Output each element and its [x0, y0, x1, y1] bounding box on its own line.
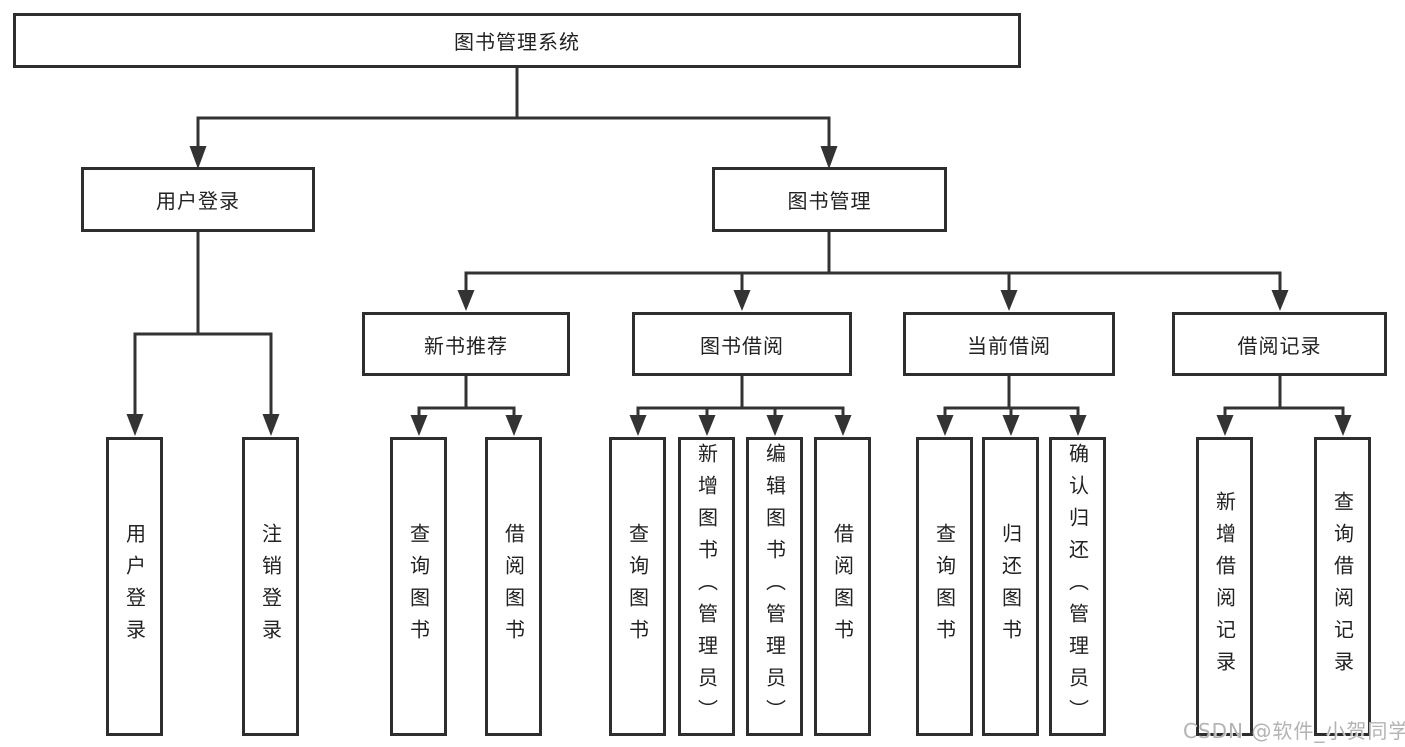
leaf-logout: 注销登录 [242, 437, 299, 736]
connector-current-borrow-children [936, 374, 1087, 436]
leaf-borrow-book-recommend: 借阅图书 [485, 437, 542, 736]
leaf-borrow-book-recommend-label: 借阅图书 [501, 522, 526, 651]
connector-book-management-children [457, 230, 1289, 311]
leaf-return-book: 归还图书 [982, 437, 1039, 736]
arrowhead [1002, 415, 1020, 436]
leaf-query-book-borrow-label: 查询图书 [625, 522, 650, 651]
arrowhead [1000, 290, 1018, 311]
leaf-query-book-borrow: 查询图书 [609, 437, 666, 736]
connector-user-login-children [126, 230, 280, 436]
node-current-borrow: 当前借阅 [903, 312, 1115, 376]
leaf-query-borrow-record-label: 查询借阅记录 [1330, 490, 1355, 683]
leaf-user-login-label: 用户登录 [122, 522, 147, 651]
arrowhead [457, 290, 475, 311]
arrowhead [1271, 290, 1289, 311]
leaf-query-book-current: 查询图书 [916, 437, 973, 736]
leaf-borrow-book: 借阅图书 [814, 437, 871, 736]
node-root-label: 图书管理系统 [454, 30, 580, 54]
leaf-add-borrow-record-label: 新增借阅记录 [1212, 490, 1237, 683]
arrowhead [766, 415, 784, 436]
arrowhead [410, 415, 428, 436]
arrowhead [505, 415, 523, 436]
leaf-logout-label: 注销登录 [258, 522, 283, 651]
leaf-query-book-recommend: 查询图书 [390, 437, 447, 736]
node-new-book-recommend-label: 新书推荐 [424, 333, 508, 358]
leaf-query-book-current-label: 查询图书 [932, 522, 957, 651]
connector-root-to-level2 [189, 65, 838, 169]
arrowhead [1069, 415, 1087, 436]
arrowhead [733, 290, 751, 311]
leaf-return-book-label: 归还图书 [998, 522, 1023, 651]
node-current-borrow-label: 当前借阅 [967, 333, 1051, 358]
arrowhead [936, 415, 954, 436]
leaf-user-login: 用户登录 [106, 437, 163, 736]
node-book-management-label: 图书管理 [787, 189, 872, 213]
leaf-add-book-admin: 新增图书（管理员） [678, 437, 735, 736]
node-book-borrow: 图书借阅 [632, 312, 852, 376]
leaf-borrow-book-label: 借阅图书 [830, 522, 855, 651]
arrowhead [189, 146, 207, 169]
node-borrow-records: 借阅记录 [1172, 312, 1387, 376]
leaf-query-borrow-record: 查询借阅记录 [1314, 437, 1371, 736]
leaf-add-borrow-record: 新增借阅记录 [1196, 437, 1253, 736]
arrowhead [1334, 415, 1352, 436]
arrowhead [698, 415, 716, 436]
node-new-book-recommend: 新书推荐 [362, 312, 570, 376]
node-borrow-records-label: 借阅记录 [1237, 333, 1322, 358]
arrowhead [820, 146, 838, 169]
leaf-edit-book-admin-label: 编辑图书（管理员） [762, 442, 787, 731]
node-book-borrow-label: 图书借阅 [700, 333, 784, 358]
leaf-confirm-return-admin-label: 确认归还（管理员） [1065, 442, 1090, 731]
arrowhead [629, 415, 647, 436]
arrowhead [262, 414, 280, 436]
leaf-query-book-recommend-label: 查询图书 [406, 522, 431, 651]
leaf-edit-book-admin: 编辑图书（管理员） [746, 437, 803, 736]
connector-new-book-children [410, 374, 523, 436]
arrowhead [126, 414, 144, 436]
arrowhead [834, 415, 852, 436]
arrowhead [1216, 415, 1234, 436]
node-book-management: 图书管理 [712, 167, 947, 232]
connector-borrow-records-children [1216, 374, 1352, 436]
watermark: CSDN @软件_小贺同学 [1183, 719, 1405, 743]
node-user-login: 用户登录 [81, 167, 315, 232]
leaf-confirm-return-admin: 确认归还（管理员） [1049, 437, 1106, 736]
node-user-login-label: 用户登录 [156, 189, 240, 213]
node-root: 图书管理系统 [13, 13, 1021, 68]
connector-book-borrow-children [629, 374, 852, 436]
leaf-add-book-admin-label: 新增图书（管理员） [694, 442, 719, 731]
